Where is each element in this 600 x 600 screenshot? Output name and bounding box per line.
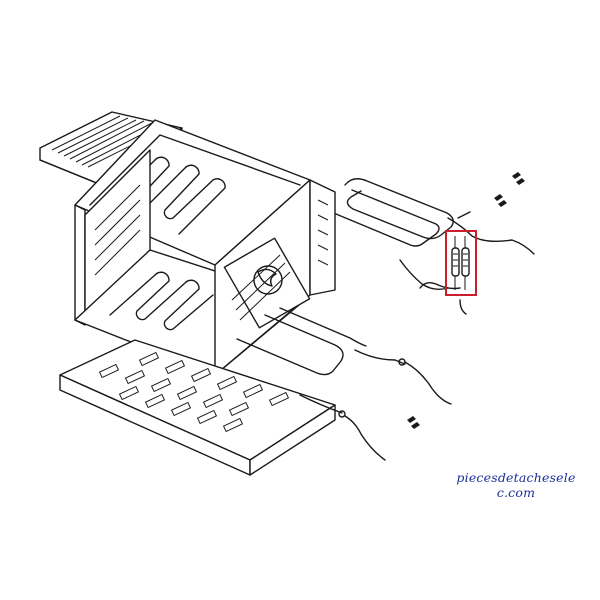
watermark-text: piecesdetachesele c.com	[456, 470, 576, 500]
grill-heating-element-icon	[335, 178, 535, 291]
mounting-clips-icon	[407, 172, 525, 429]
upper-wire-icon	[419, 281, 467, 315]
bottom-tray-icon	[59, 339, 336, 476]
lower-heating-element-icon	[236, 307, 452, 405]
oven-thermal-fuse-icon[interactable]	[445, 230, 477, 296]
lower-wire-connector-icon	[299, 394, 386, 461]
